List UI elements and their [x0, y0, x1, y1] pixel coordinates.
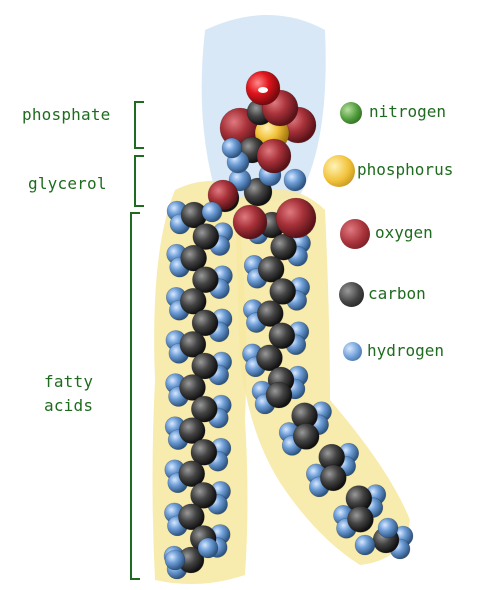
nitrogen-icon	[340, 102, 362, 124]
fatty-acids-bracket	[130, 212, 140, 580]
fatty-acids-label-line2: acids	[44, 398, 93, 414]
hydrogen-atom	[165, 550, 185, 570]
right-tail-lower-carbon-atom	[293, 423, 319, 449]
carbonyl-oxygen-atom	[276, 198, 316, 238]
phosphate-oxygen-atom	[257, 139, 291, 173]
right-tail-upper-carbon-atom	[269, 323, 295, 349]
right-tail-lower-carbon-atom	[347, 506, 373, 532]
right-tail-lower-carbon-atom	[266, 382, 292, 408]
legend-oxygen: oxygen	[375, 225, 433, 241]
legend-hydrogen: hydrogen	[367, 343, 444, 359]
right-tail-glow	[235, 190, 410, 565]
hydrogen-atom	[222, 138, 242, 158]
legend-carbon: carbon	[368, 286, 426, 302]
legend-phosphorus: phosphorus	[357, 162, 453, 178]
fatty-acids-label-line1: fatty	[44, 374, 93, 390]
right-tail-upper-carbon-atom	[270, 278, 296, 304]
carbonyl-oxygen-atom	[233, 205, 267, 239]
hydrogen-atom	[198, 538, 218, 558]
glycerol-label: glycerol	[28, 176, 107, 192]
hydrogen-atom	[202, 202, 222, 222]
phosphorus-icon	[323, 155, 355, 187]
right-tail-lower-carbon-atom	[320, 465, 346, 491]
glycerol-bracket	[134, 155, 144, 207]
carbon-icon	[339, 282, 364, 307]
glycerol-hydrogen-atom	[284, 169, 306, 191]
oxygen-highlight	[258, 87, 268, 93]
legend-nitrogen: nitrogen	[369, 104, 446, 120]
hydrogen-atom	[378, 518, 398, 538]
right-tail-upper-carbon-atom	[271, 234, 297, 260]
phosphate-label: phosphate	[22, 107, 111, 123]
phosphate-bracket	[134, 101, 144, 149]
hydrogen-icon	[343, 342, 362, 361]
oxygen-icon	[340, 219, 370, 249]
hydrogen-atom	[355, 535, 375, 555]
